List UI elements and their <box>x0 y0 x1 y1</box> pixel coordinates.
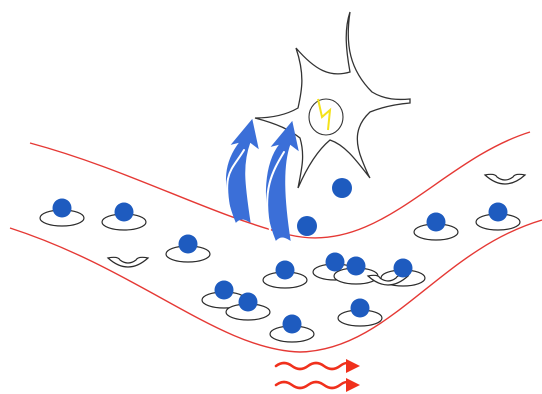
wavy-right-arrow-icon <box>276 363 352 369</box>
bound-particle <box>115 203 134 222</box>
empty-receptor <box>108 257 148 267</box>
flow-arrowhead <box>346 359 360 373</box>
bound-particle <box>351 299 370 318</box>
bound-particle <box>276 261 295 280</box>
bound-particle <box>179 235 198 254</box>
flow-arrows <box>276 359 360 392</box>
bound-particle <box>283 315 302 334</box>
bound-particle <box>394 259 413 278</box>
bound-particle <box>347 257 366 276</box>
neuron-nucleus <box>309 99 343 135</box>
free-particle <box>297 216 317 236</box>
flow-arrowhead <box>346 378 360 392</box>
empty-receptor <box>485 174 525 184</box>
bound-particle <box>326 253 345 272</box>
bound-particle <box>489 203 508 222</box>
bound-particle <box>53 199 72 218</box>
wavy-right-arrow-icon <box>276 382 352 388</box>
bound-particle <box>239 293 258 312</box>
release-arrows <box>226 120 298 240</box>
free-particle <box>332 178 352 198</box>
bound-particle <box>427 213 446 232</box>
bound-particle <box>215 281 234 300</box>
